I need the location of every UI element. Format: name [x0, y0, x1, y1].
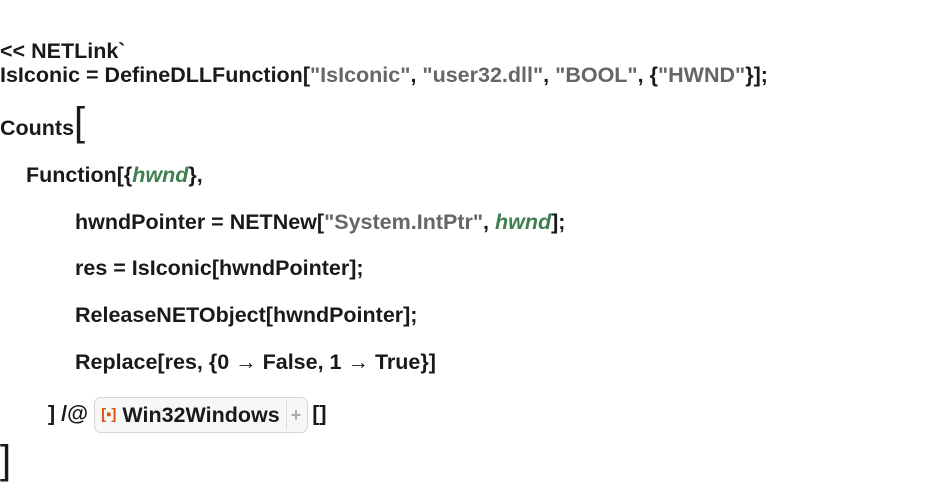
code-line: IsIconic = DefineDLLFunction["IsIconic",… [0, 60, 768, 90]
code-token: ReleaseNETObject[hwndPointer]; [75, 303, 418, 327]
code-line: Counts[ [0, 102, 85, 143]
code-line: ] /@ [▪] Win32Windows + [] [48, 397, 327, 433]
code-token: hwndPointer = NETNew[ [75, 210, 325, 234]
variable: hwnd [132, 163, 189, 187]
string-literal: "IsIconic" [309, 63, 411, 87]
code-token: ]; [551, 210, 566, 234]
code-line: << NETLink` [0, 36, 125, 66]
code-token: Replace[res, {0 → False, 1 → True}] [75, 350, 436, 374]
code-line: res = IsIconic[hwndPointer]; [75, 253, 364, 283]
code-token: , { [637, 63, 658, 87]
plus-icon[interactable]: + [290, 405, 302, 425]
string-literal: "BOOL" [555, 63, 638, 87]
code-token: }]; [745, 63, 768, 87]
code-token: , [483, 210, 495, 234]
code-token: Counts [0, 116, 75, 140]
chip-label: Win32Windows [122, 403, 280, 427]
string-literal: "System.IntPtr" [324, 210, 484, 234]
entity-chip-win32windows[interactable]: [▪] Win32Windows + [94, 397, 309, 433]
string-literal: "HWND" [657, 63, 746, 87]
code-token: Function[{ [26, 163, 133, 187]
bracket: [ [74, 100, 86, 144]
code-line: hwndPointer = NETNew["System.IntPtr", hw… [75, 207, 565, 237]
code-token: ] /@ [48, 401, 89, 426]
code-line: ] [0, 440, 11, 481]
code-line: Replace[res, {0 → False, 1 → True}] [75, 347, 436, 377]
code-token: IsIconic = DefineDLLFunction[ [0, 63, 310, 87]
code-token: [] [312, 401, 327, 426]
code-token: , [543, 63, 556, 87]
code-token: , [410, 63, 423, 87]
string-literal: "user32.dll" [422, 63, 544, 87]
bracket: ] [0, 438, 12, 482]
chip-divider [285, 400, 287, 430]
code-token: }, [188, 163, 203, 187]
code-token: res = IsIconic[hwndPointer]; [75, 256, 364, 280]
entity-icon: [▪] [101, 406, 117, 423]
variable: hwnd [495, 210, 552, 234]
code-line: Function[{hwnd}, [26, 160, 203, 190]
code-line: ReleaseNETObject[hwndPointer]; [75, 300, 417, 330]
code-token: << NETLink` [0, 39, 126, 63]
